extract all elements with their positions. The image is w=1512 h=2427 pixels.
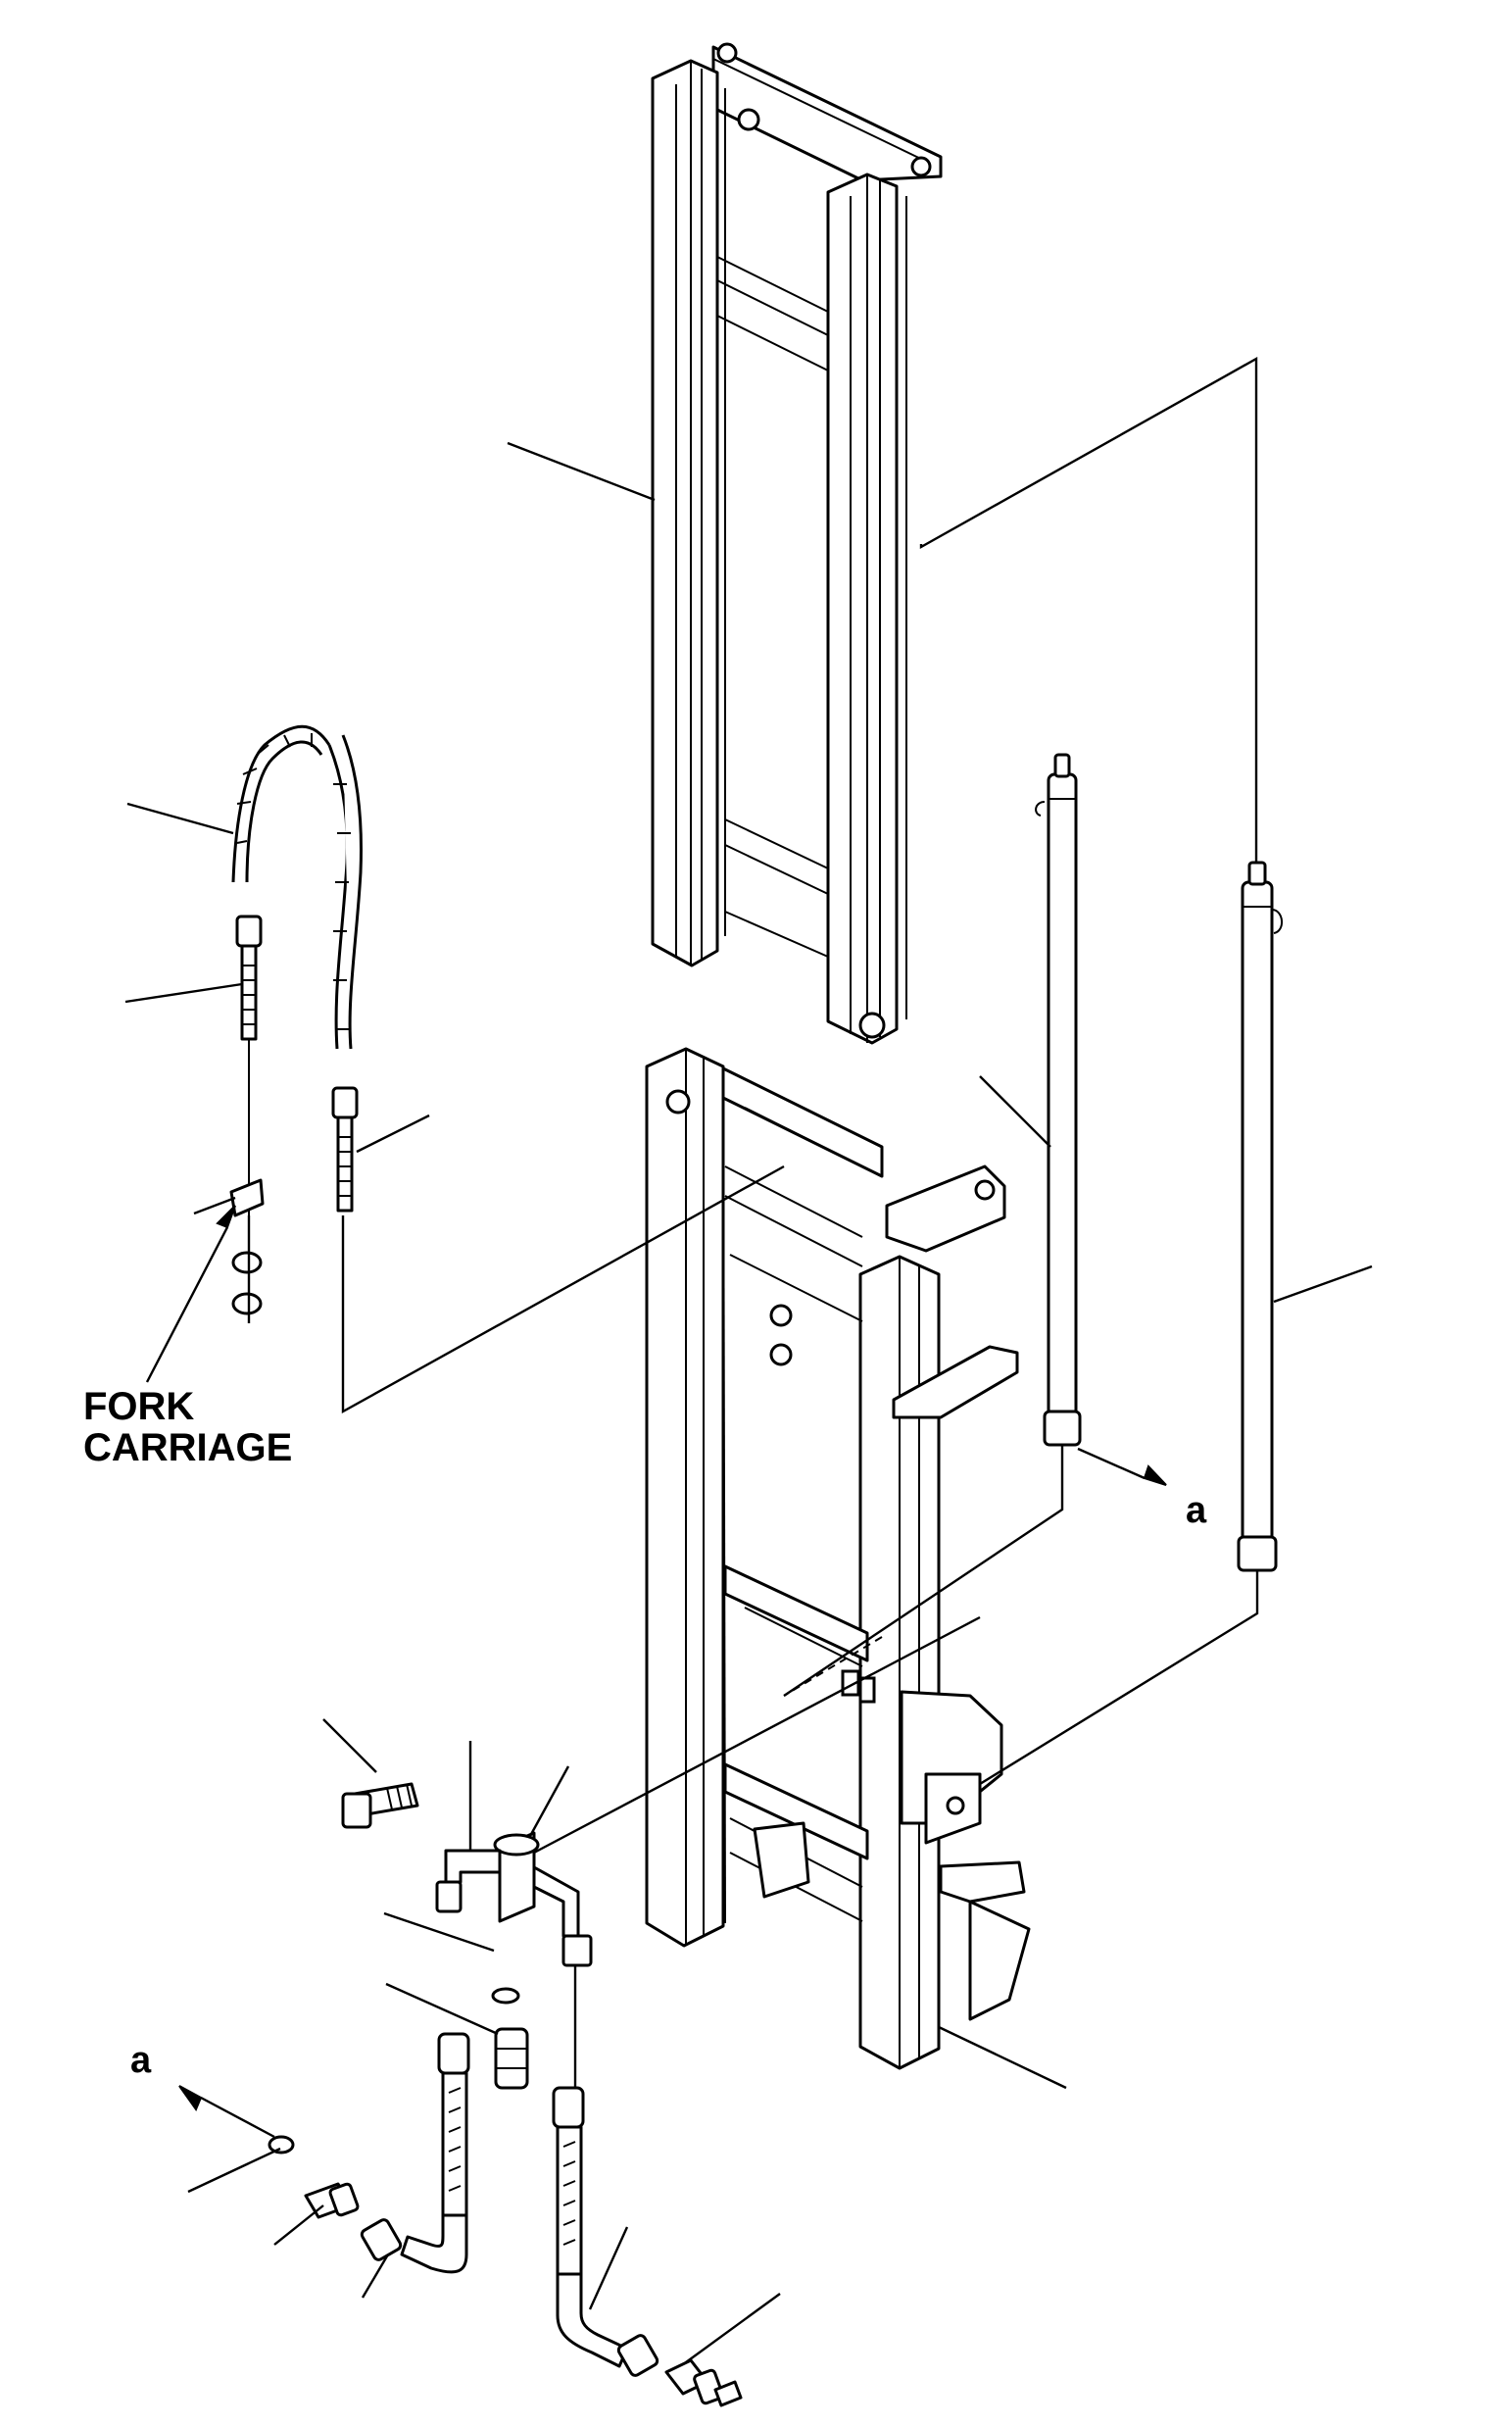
hose-left	[360, 2032, 470, 2274]
lift-chain-right	[327, 734, 363, 1050]
fork-carriage-label: FORK CARRIAGE	[83, 1385, 293, 1469]
fitting-left	[268, 2135, 360, 2219]
outer-mast	[645, 1047, 1031, 2070]
inner-mast	[651, 42, 943, 1045]
leader-lines	[124, 356, 1373, 2363]
hose-right	[552, 2086, 659, 2377]
reference-a-right: a	[1186, 1490, 1207, 1531]
lift-chain-left	[231, 724, 331, 883]
valve-block	[435, 1831, 593, 1967]
lift-cylinder-left	[1035, 753, 1082, 1447]
anchor-bracket	[229, 1178, 265, 1315]
reference-a-left: a	[130, 2040, 152, 2081]
fitting-right	[664, 2358, 743, 2407]
chain-anchor-right	[331, 1086, 359, 1213]
fitting-plug	[494, 2027, 529, 2090]
bolt	[341, 1782, 419, 1829]
chain-anchor-left	[235, 915, 263, 1215]
o-ring-upper	[491, 1987, 520, 2005]
lift-cylinder-right	[1237, 861, 1283, 1572]
